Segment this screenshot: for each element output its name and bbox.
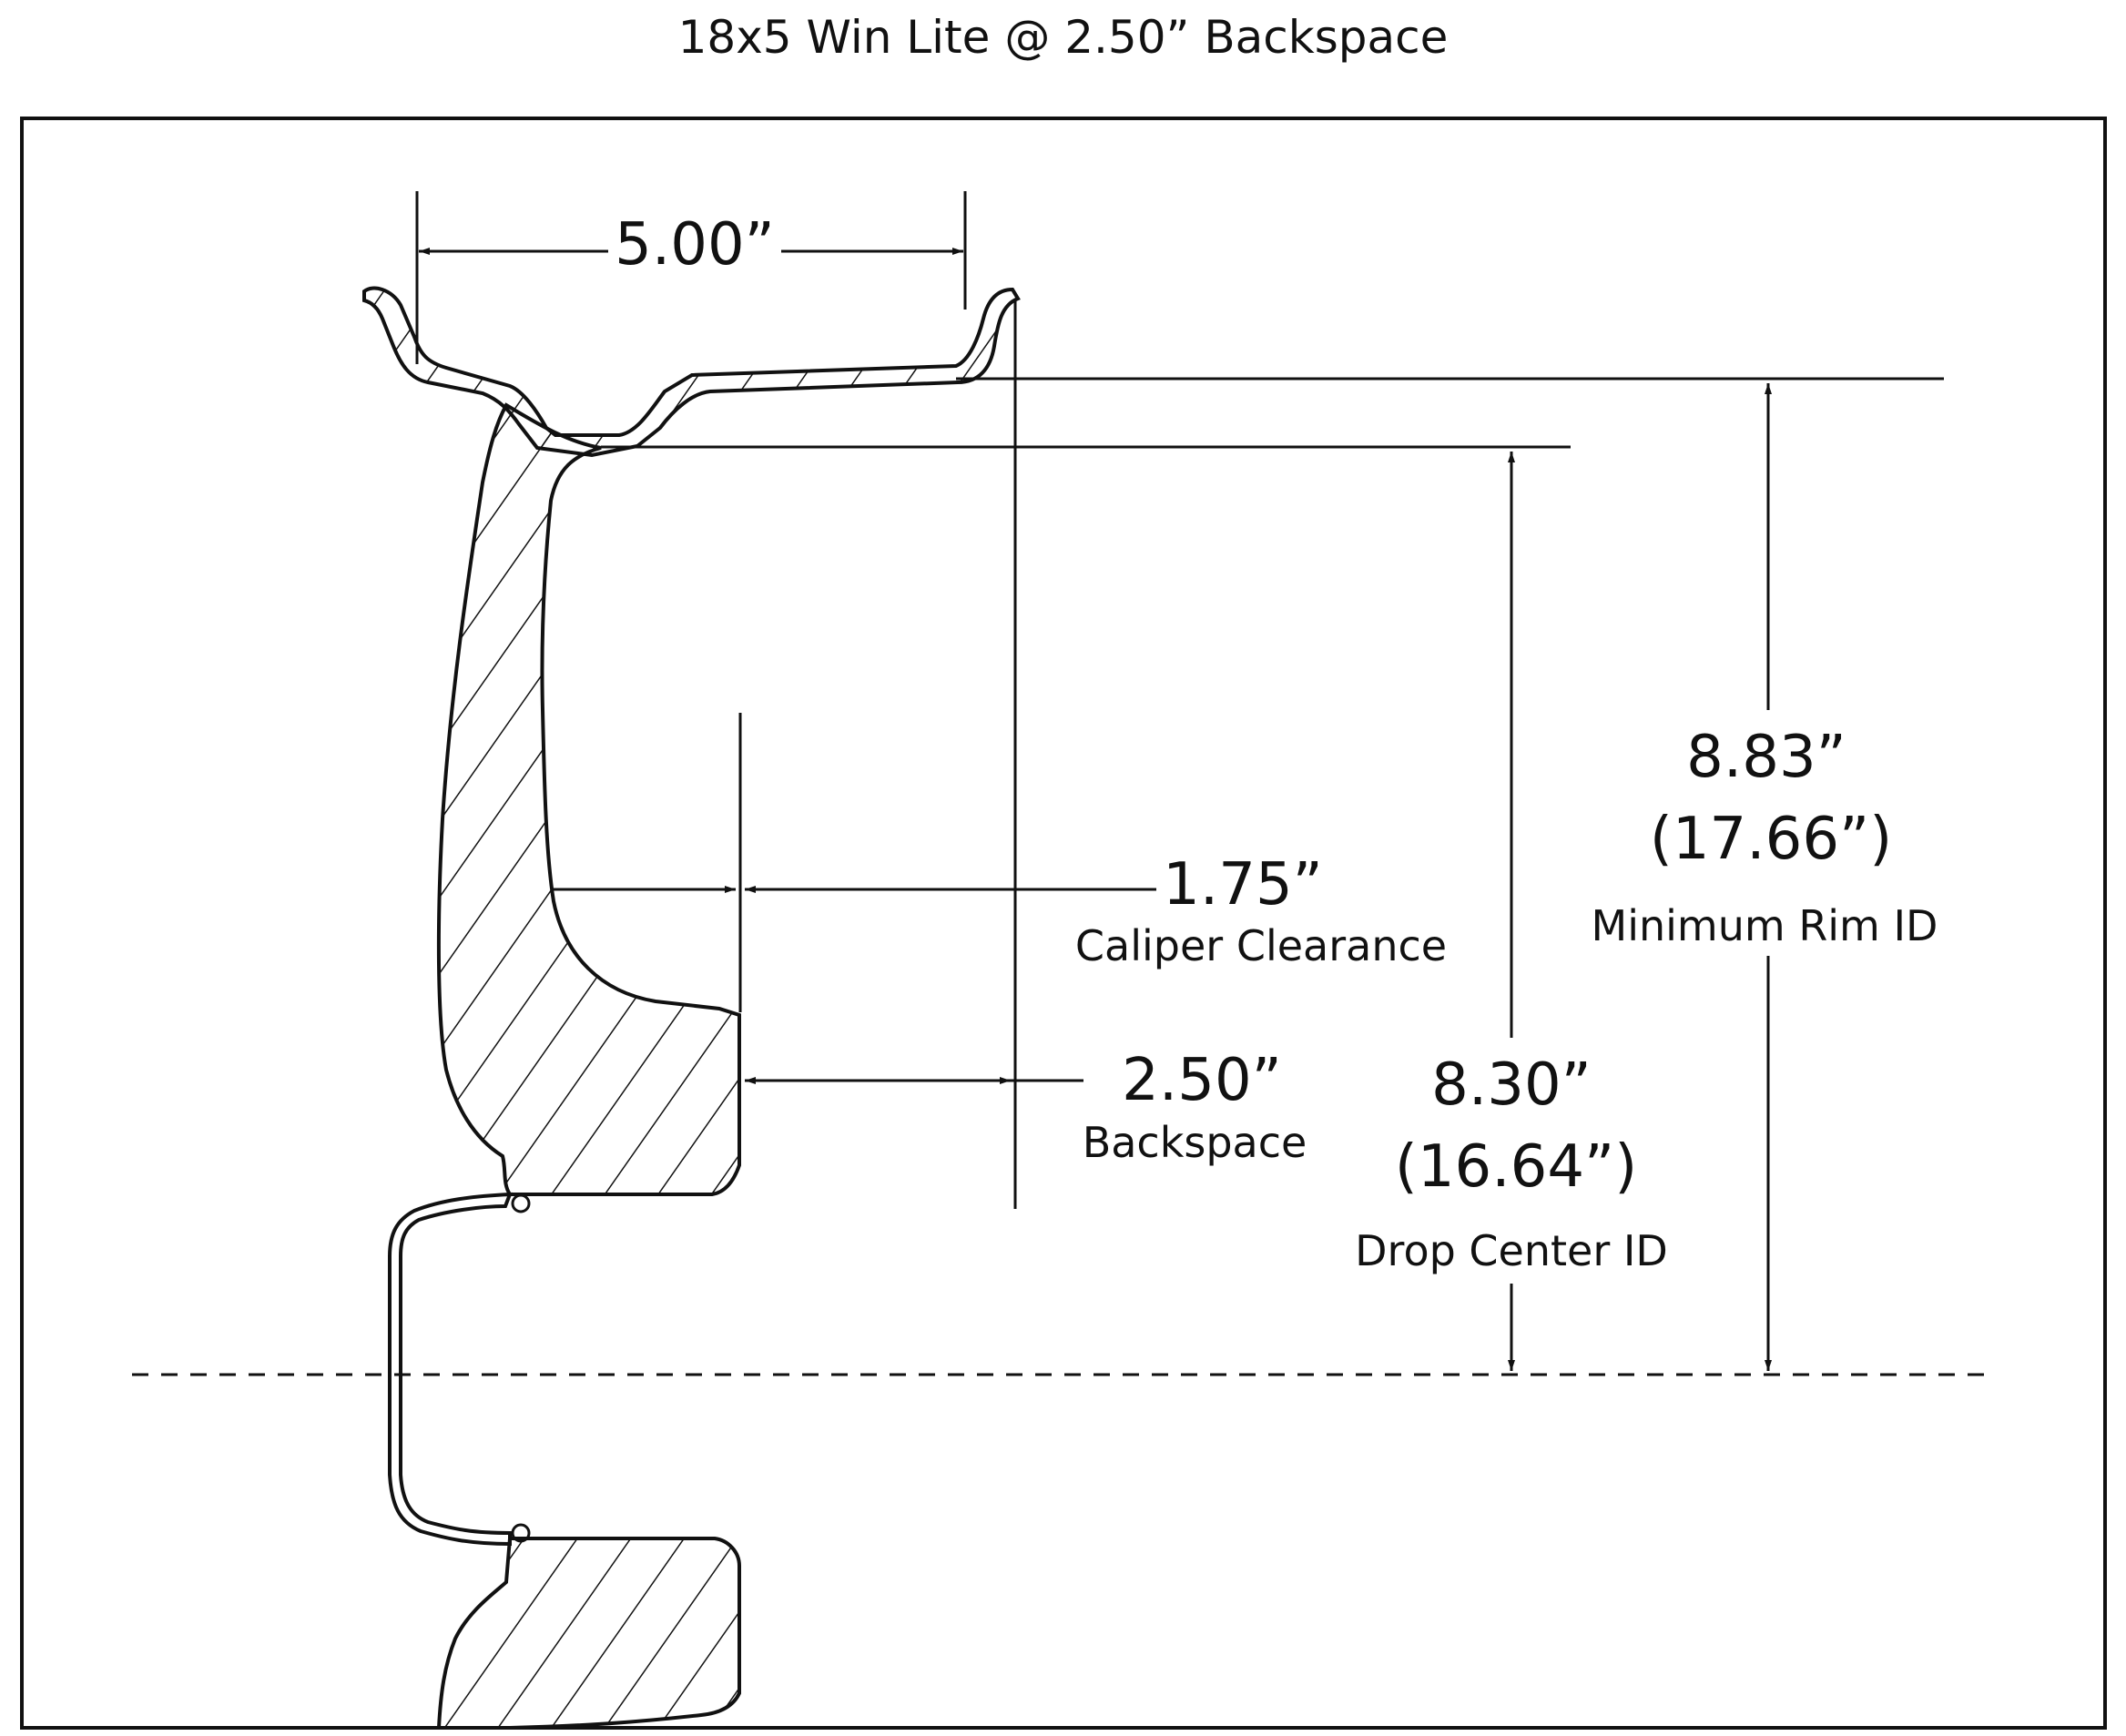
width-label: 5.00” xyxy=(615,211,775,279)
diagram-title: 18x5 Win Lite @ 2.50” Backspace xyxy=(677,11,1449,64)
rim-id-value-label: 8.83” xyxy=(1686,724,1846,791)
rim-id-caption: Minimum Rim ID xyxy=(1591,901,1938,950)
drawing-frame xyxy=(20,117,2107,1730)
drop-center-value-label: 8.30” xyxy=(1431,1051,1592,1119)
rim-id-diameter-label: (17.66”) xyxy=(1649,806,1893,873)
valve-hole-upper xyxy=(511,1193,531,1213)
backspace-caption: Backspace xyxy=(1082,1118,1307,1167)
wheel-disc-section-lower xyxy=(436,1537,741,1730)
rim-barrel xyxy=(362,286,1021,458)
caliper-caption: Caliper Clearance xyxy=(1074,921,1448,970)
backspace-value-label: 2.50” xyxy=(1122,1047,1282,1114)
hub-outline xyxy=(388,1192,513,1547)
drop-center-diameter-label: (16.64”) xyxy=(1394,1133,1638,1201)
caliper-value-label: 1.75” xyxy=(1163,851,1323,919)
wheel-disc-section xyxy=(436,402,741,1196)
drop-center-caption: Drop Center ID xyxy=(1355,1226,1668,1275)
